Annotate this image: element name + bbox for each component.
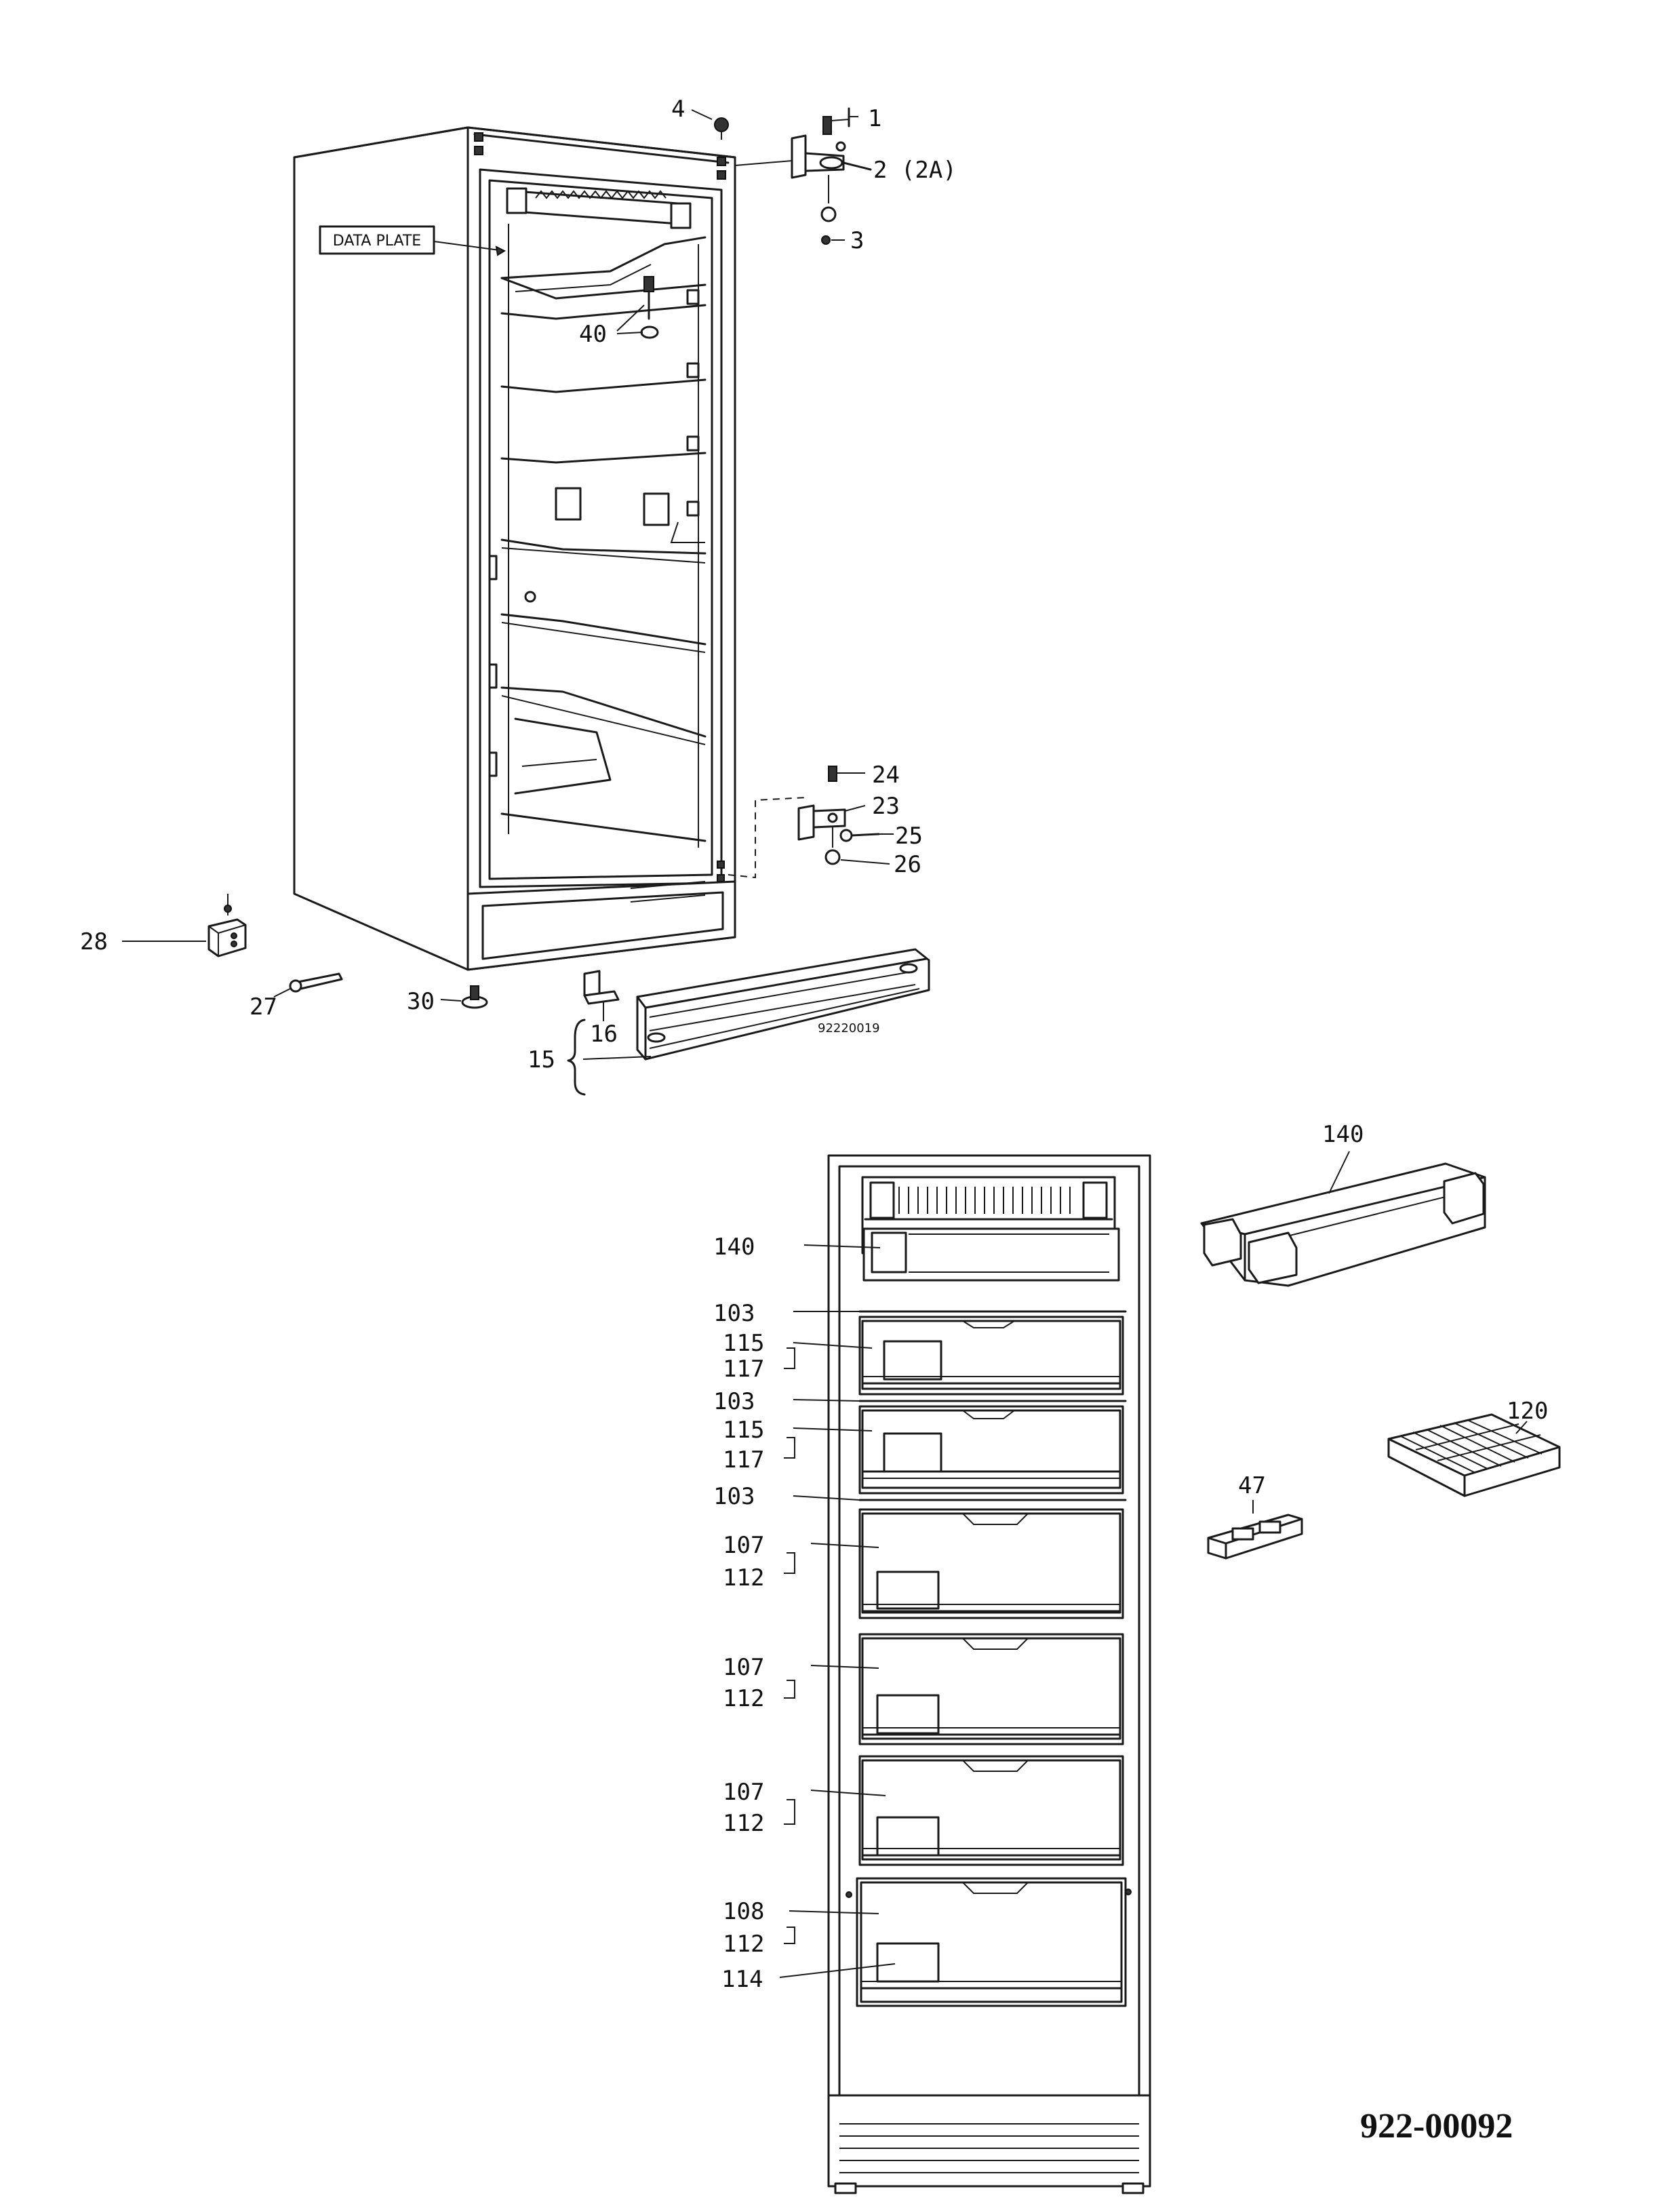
callout-103-top: 103 xyxy=(713,1300,755,1327)
callout-30: 30 xyxy=(407,988,435,1015)
callout-140-cabinet: 140 xyxy=(713,1233,755,1261)
kick-plate-assembly: 16 92220019 15 xyxy=(528,948,930,1096)
callout-112-3: 112 xyxy=(723,1810,764,1837)
part-40-fastener: 40 xyxy=(579,276,659,348)
callout-23: 23 xyxy=(872,793,900,820)
callout-3: 3 xyxy=(850,227,864,254)
top-hinge-assembly: 4 2 (2A) 1 3 xyxy=(671,96,957,254)
callout-115-lower: 115 xyxy=(723,1417,764,1444)
cabinet-interior xyxy=(488,187,707,848)
callout-47: 47 xyxy=(1238,1472,1266,1499)
callout-112-2: 112 xyxy=(723,1685,764,1712)
callout-15: 15 xyxy=(528,1046,555,1073)
callout-108: 108 xyxy=(723,1898,764,1925)
basket-115-upper: 115 117 xyxy=(723,1316,1124,1396)
basket-107-1: 107 112 xyxy=(723,1508,1124,1619)
callout-140-bin: 140 xyxy=(1322,1121,1364,1148)
part-30-leveling-leg: 30 xyxy=(407,985,488,1015)
callout-107-2: 107 xyxy=(723,1654,764,1681)
part-140-in-cabinet: 140 xyxy=(713,1227,1120,1282)
basket-107-3: 107 112 xyxy=(723,1755,1124,1866)
callout-103-mid: 103 xyxy=(713,1388,755,1415)
cabinet-assembly: DATA PLATE 40 4 2 (2A) xyxy=(80,96,957,1096)
basket-108: 108 112 114 xyxy=(721,1877,1132,2007)
callout-26: 26 xyxy=(894,851,921,878)
callout-16: 16 xyxy=(590,1021,618,1048)
callout-112-4: 112 xyxy=(723,1931,764,1958)
callout-112-1: 112 xyxy=(723,1564,764,1592)
document-number: 922-00092 xyxy=(1360,2107,1513,2146)
callout-120: 120 xyxy=(1507,1398,1548,1425)
callout-40: 40 xyxy=(579,321,607,348)
callout-107-1: 107 xyxy=(723,1532,764,1559)
shelves-103: 103 103 103 xyxy=(713,1300,1127,1510)
part-47-clip: 47 xyxy=(1207,1472,1303,1560)
callout-117-upper: 117 xyxy=(723,1356,764,1383)
lower-hinge-assembly: 24 23 25 26 xyxy=(728,762,923,879)
callout-107-3: 107 xyxy=(723,1779,764,1806)
data-plate-label: DATA PLATE xyxy=(319,225,506,256)
callout-27: 27 xyxy=(250,993,277,1021)
callout-4: 4 xyxy=(671,96,685,123)
part-140-ice-bin: 140 xyxy=(1200,1121,1486,1287)
part-28-leg-block: 28 xyxy=(80,894,247,957)
callout-103-low: 103 xyxy=(713,1483,755,1510)
callout-1: 1 xyxy=(868,105,881,132)
part-120-ice-tray: 120 xyxy=(1387,1398,1561,1497)
callout-114: 114 xyxy=(721,1966,763,1993)
callout-28: 28 xyxy=(80,928,108,955)
callout-24: 24 xyxy=(872,762,900,789)
freezer-front-view: 140 103 103 103 115 117 xyxy=(713,1154,1151,2194)
callout-117-lower: 117 xyxy=(723,1446,764,1474)
basket-107-2: 107 112 xyxy=(723,1633,1124,1745)
callout-115-upper: 115 xyxy=(723,1330,764,1357)
callout-2: 2 (2A) xyxy=(873,157,957,184)
data-plate-text: DATA PLATE xyxy=(333,233,421,250)
callout-25: 25 xyxy=(895,823,923,850)
basket-115-lower: 115 117 xyxy=(723,1405,1124,1495)
part-27-key: 27 xyxy=(250,972,343,1021)
kick-plate-code: 92220019 xyxy=(818,1021,880,1035)
